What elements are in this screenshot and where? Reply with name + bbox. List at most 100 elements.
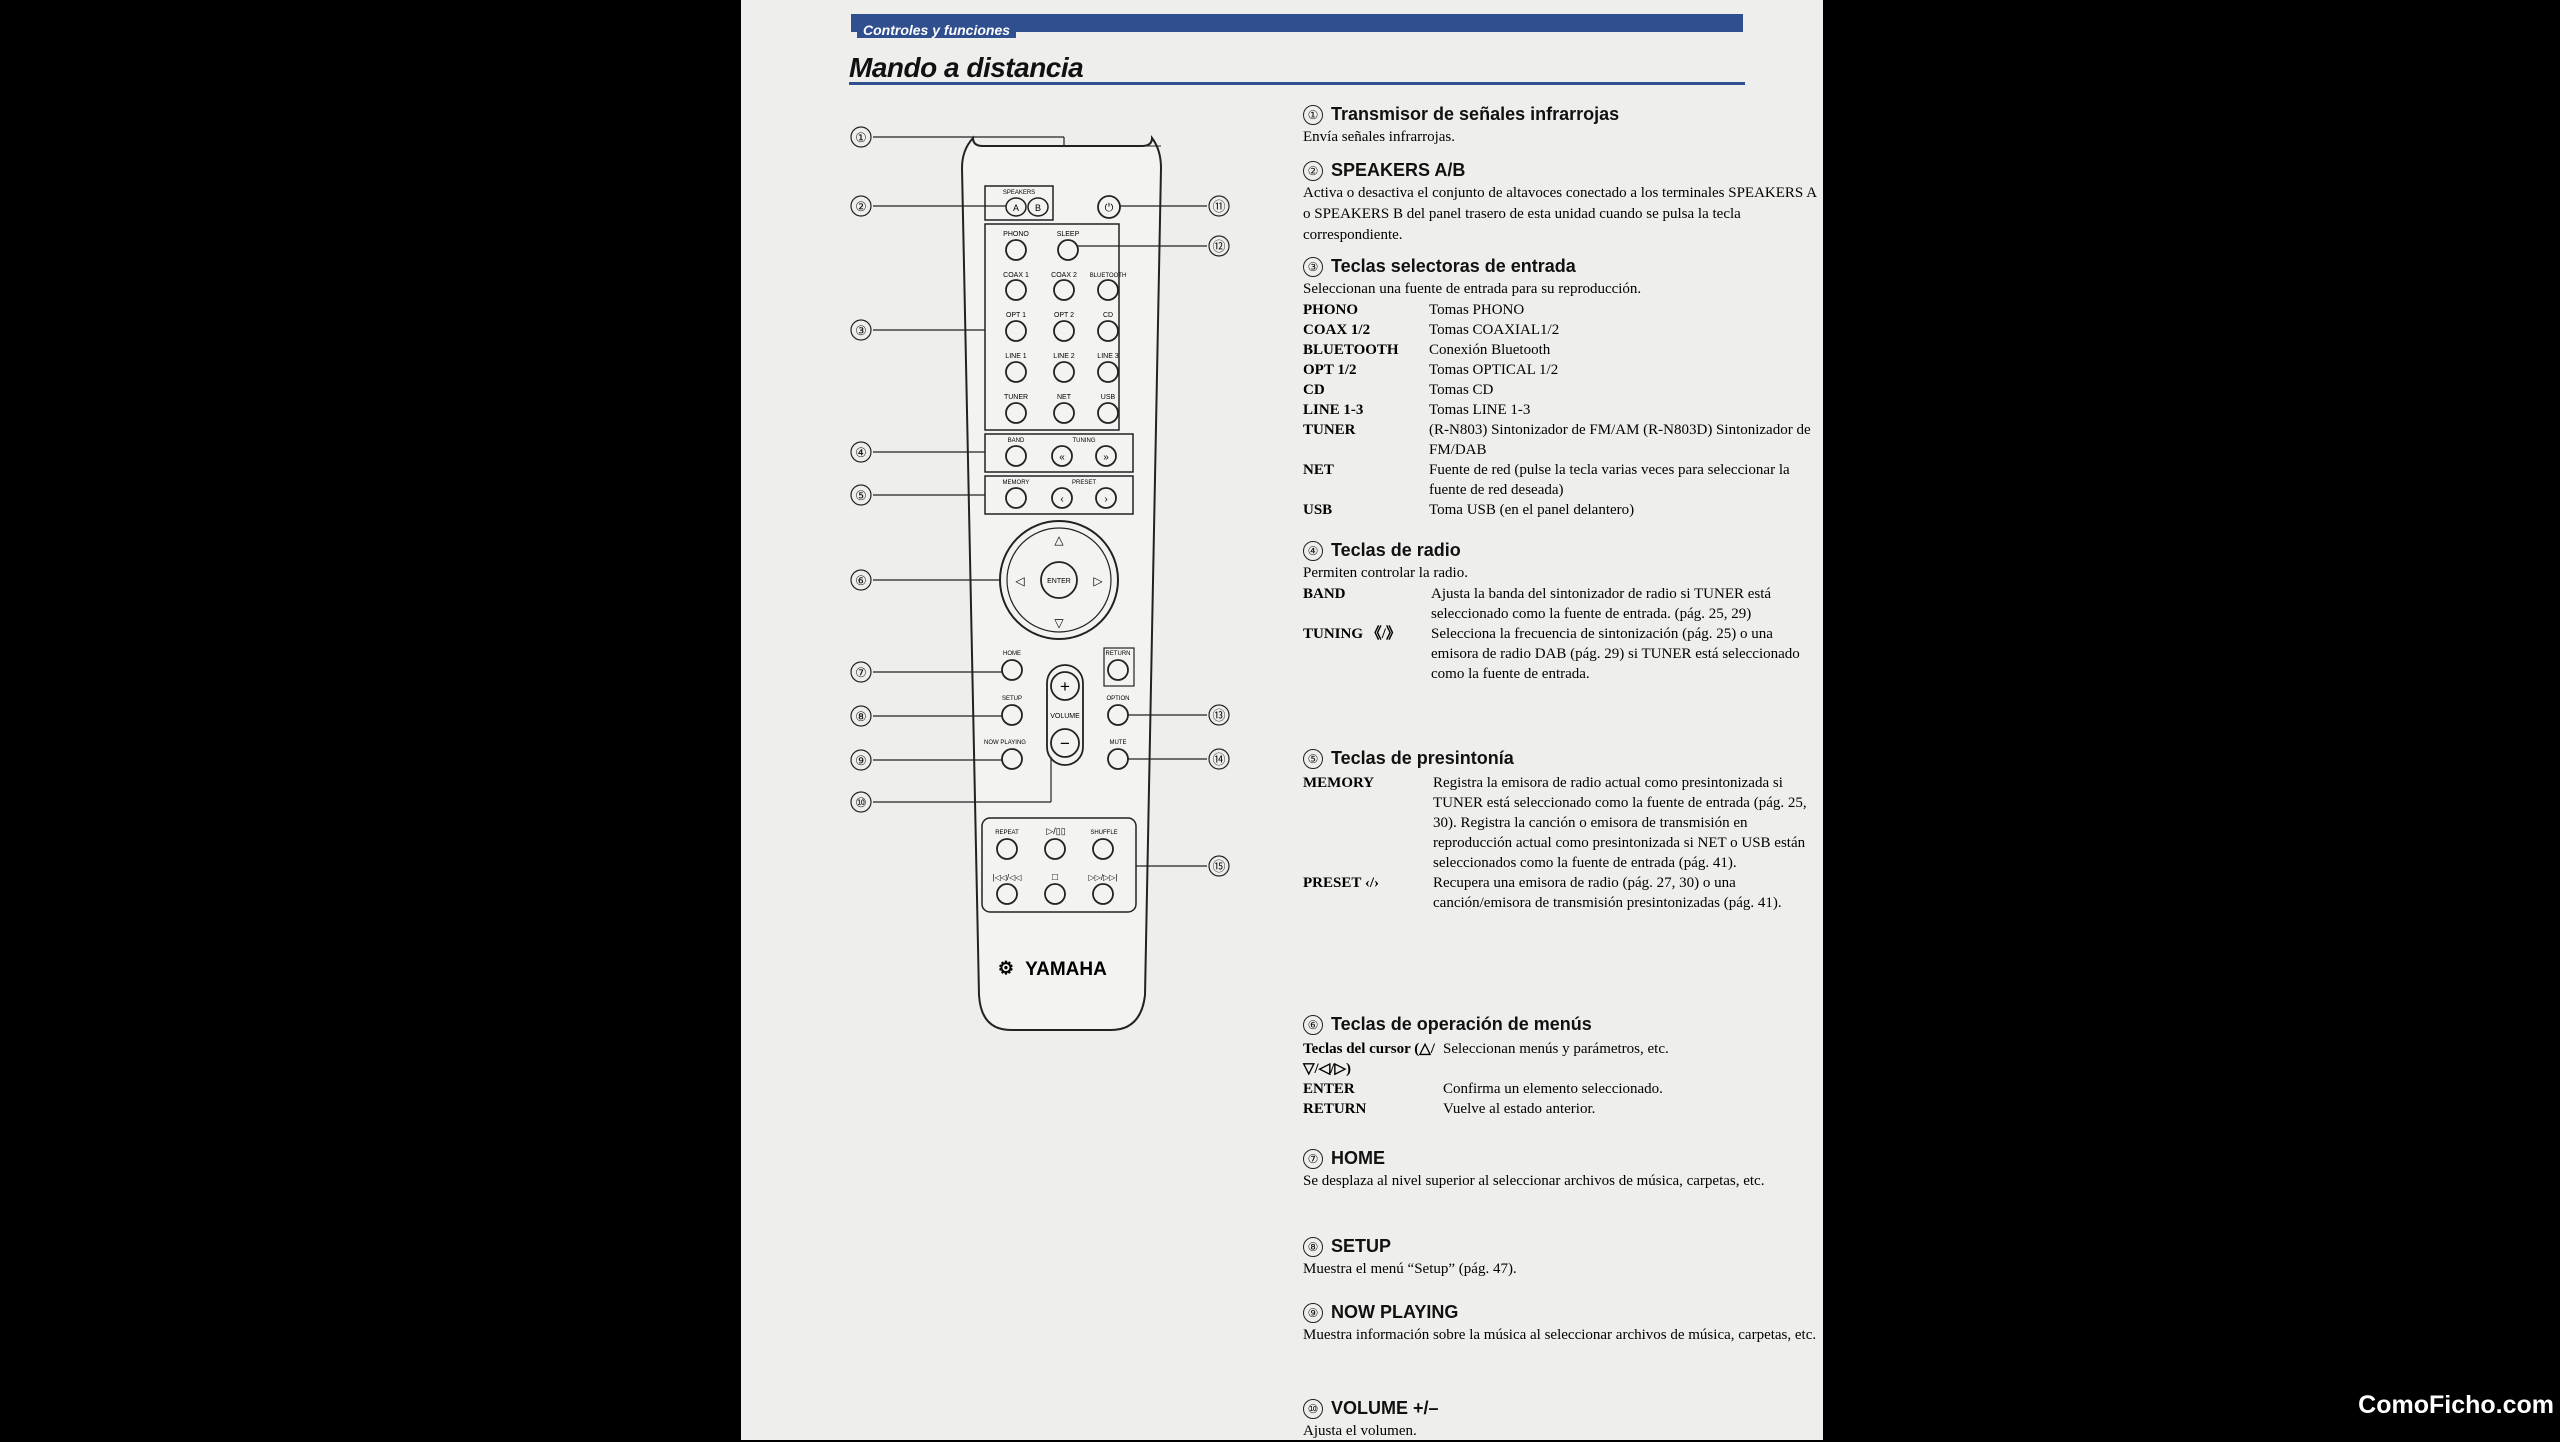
section-1-text: Envía señales infrarrojas. bbox=[1303, 129, 1456, 145]
section-9-title: NOW PLAYING bbox=[1331, 1302, 1459, 1322]
input-row: LINE 1-3 Tomas LINE 1-3 bbox=[1303, 400, 1823, 420]
section-9-text: Muestra información sobre la música al s… bbox=[1303, 1327, 1817, 1343]
row-key: CD bbox=[1303, 382, 1325, 398]
section-8-text: Muestra el menú “Setup” (pág. 47). bbox=[1303, 1261, 1517, 1277]
svg-text:›: › bbox=[1104, 494, 1107, 505]
section-3: ③ Teclas selectoras de entrada Selecciona… bbox=[1303, 256, 1823, 520]
section-7-title: HOME bbox=[1331, 1148, 1385, 1168]
svg-text:▽: ▽ bbox=[1054, 616, 1064, 630]
section-3-number: ③ bbox=[1303, 256, 1323, 277]
callout-3: ③ bbox=[855, 323, 867, 338]
power-icon: ⏻ bbox=[1105, 202, 1114, 214]
option-label: OPTION bbox=[1106, 696, 1129, 702]
power-button bbox=[1097, 195, 1121, 219]
input-label-opt1: OPT 1 bbox=[1006, 312, 1026, 319]
remote-control-diagram: SPEAKERS A B ⏻ PHONO SLEEP COAX 1 COAX 2… bbox=[850, 126, 1230, 1031]
preset-row: PRESET ‹/› Recupera una emisora de radio … bbox=[1303, 873, 1823, 913]
row-key: RETURN bbox=[1303, 1101, 1367, 1117]
callout-14: ⑭ bbox=[1212, 752, 1225, 767]
watermark: ComoFicho.com bbox=[2358, 1391, 2554, 1419]
memory-label: MEMORY bbox=[1003, 480, 1030, 486]
enter-label: ENTER bbox=[1047, 578, 1071, 585]
play-pause-label: ▷/▯▯ bbox=[1046, 826, 1065, 836]
section-2-text: Activa o desactiva el conjunto de altavo… bbox=[1303, 185, 1817, 243]
home-label: HOME bbox=[1003, 651, 1021, 657]
row-value: Selecciona la frecuencia de sintonizació… bbox=[1431, 626, 1800, 682]
radio-row: TUNING 《/》 Selecciona la frecuencia de si… bbox=[1303, 624, 1823, 684]
band-label: BAND bbox=[1008, 438, 1025, 444]
row-value: Tomas PHONO bbox=[1429, 302, 1525, 318]
section-6-number: ⑥ bbox=[1303, 1014, 1323, 1035]
callout-12: ⑫ bbox=[1212, 239, 1225, 254]
input-label-line2: LINE 2 bbox=[1053, 353, 1075, 360]
volume-label: VOLUME bbox=[1050, 713, 1080, 720]
row-key: ENTER bbox=[1303, 1081, 1355, 1097]
svg-text:△: △ bbox=[1054, 533, 1064, 547]
row-value: Conexión Bluetooth bbox=[1429, 342, 1551, 358]
row-key: USB bbox=[1303, 502, 1333, 518]
section-8-title: SETUP bbox=[1331, 1236, 1392, 1256]
callout-1: ① bbox=[855, 130, 867, 145]
setup-label: SETUP bbox=[1002, 696, 1022, 702]
input-label-net: NET bbox=[1057, 394, 1072, 401]
row-key: BLUETOOTH bbox=[1303, 342, 1399, 358]
input-label-bluetooth: BLUETOOTH bbox=[1090, 273, 1127, 279]
section-5-title: Teclas de presintonía bbox=[1331, 748, 1514, 768]
now-playing-label: NOW PLAYING bbox=[984, 740, 1026, 746]
callout-10: ⑩ bbox=[855, 795, 867, 810]
callout-11: ⑪ bbox=[1212, 199, 1225, 214]
row-value: Tomas COAXIAL1/2 bbox=[1429, 322, 1560, 338]
section-9-number: ⑨ bbox=[1303, 1302, 1323, 1323]
repeat-label: REPEAT bbox=[995, 830, 1019, 836]
row-value: Tomas OPTICAL 1/2 bbox=[1429, 362, 1559, 378]
row-value: Ajusta la banda del sintonizador de radi… bbox=[1431, 586, 1772, 622]
section-10-number: ⑩ bbox=[1303, 1398, 1323, 1419]
input-label-opt2: OPT 2 bbox=[1054, 312, 1074, 319]
speaker-b-label: B bbox=[1035, 203, 1041, 213]
section-label: Controles y funciones bbox=[857, 22, 1017, 38]
row-key: Teclas del cursor (△/▽/◁/▷) bbox=[1303, 1041, 1435, 1077]
return-label: RETURN bbox=[1106, 651, 1131, 657]
page-title: Mando a distancia bbox=[849, 52, 1084, 83]
callout-13: ⑬ bbox=[1212, 708, 1225, 723]
svg-text:»: » bbox=[1103, 452, 1109, 463]
svg-text:+: + bbox=[1060, 677, 1070, 696]
input-label-tuner: TUNER bbox=[1004, 394, 1028, 401]
row-value: Recupera una emisora de radio (pág. 27, … bbox=[1433, 875, 1782, 911]
brand-label: YAMAHA bbox=[1025, 959, 1107, 980]
section-6-table: Teclas del cursor (△/▽/◁/▷)Seleccionan m… bbox=[1303, 1039, 1823, 1119]
input-label-line1: LINE 1 bbox=[1005, 353, 1027, 360]
section-3-text: Seleccionan una fuente de entrada para s… bbox=[1303, 281, 1642, 297]
section-1-number: ① bbox=[1303, 104, 1323, 125]
svg-text:▷: ▷ bbox=[1093, 574, 1103, 588]
callout-2: ② bbox=[855, 199, 867, 214]
stop-label: □ bbox=[1052, 872, 1058, 883]
input-label-phono: PHONO bbox=[1003, 231, 1029, 238]
row-key: TUNING 《/》 bbox=[1303, 626, 1401, 642]
manual-page: Controles y funciones Mando a distancia … bbox=[741, 0, 1823, 1440]
section-4-title: Teclas de radio bbox=[1331, 540, 1461, 560]
section-3-title: Teclas selectoras de entrada bbox=[1331, 256, 1576, 276]
row-value: Registra la emisora de radio actual como… bbox=[1433, 775, 1807, 871]
row-key: PRESET ‹/› bbox=[1303, 875, 1379, 891]
menu-row: Teclas del cursor (△/▽/◁/▷)Seleccionan m… bbox=[1303, 1039, 1823, 1079]
row-key: TUNER bbox=[1303, 422, 1356, 438]
next-label: ▷▷/▷▷| bbox=[1089, 873, 1118, 882]
input-label-line3: LINE 3 bbox=[1097, 353, 1119, 360]
input-label-usb: USB bbox=[1101, 394, 1116, 401]
row-key: LINE 1-3 bbox=[1303, 402, 1364, 418]
row-value: Tomas LINE 1-3 bbox=[1429, 402, 1531, 418]
shuffle-label: SHUFFLE bbox=[1090, 830, 1117, 836]
section-7-text: Se desplaza al nivel superior al selecci… bbox=[1303, 1173, 1765, 1189]
section-2-title: SPEAKERS A/B bbox=[1331, 160, 1466, 180]
